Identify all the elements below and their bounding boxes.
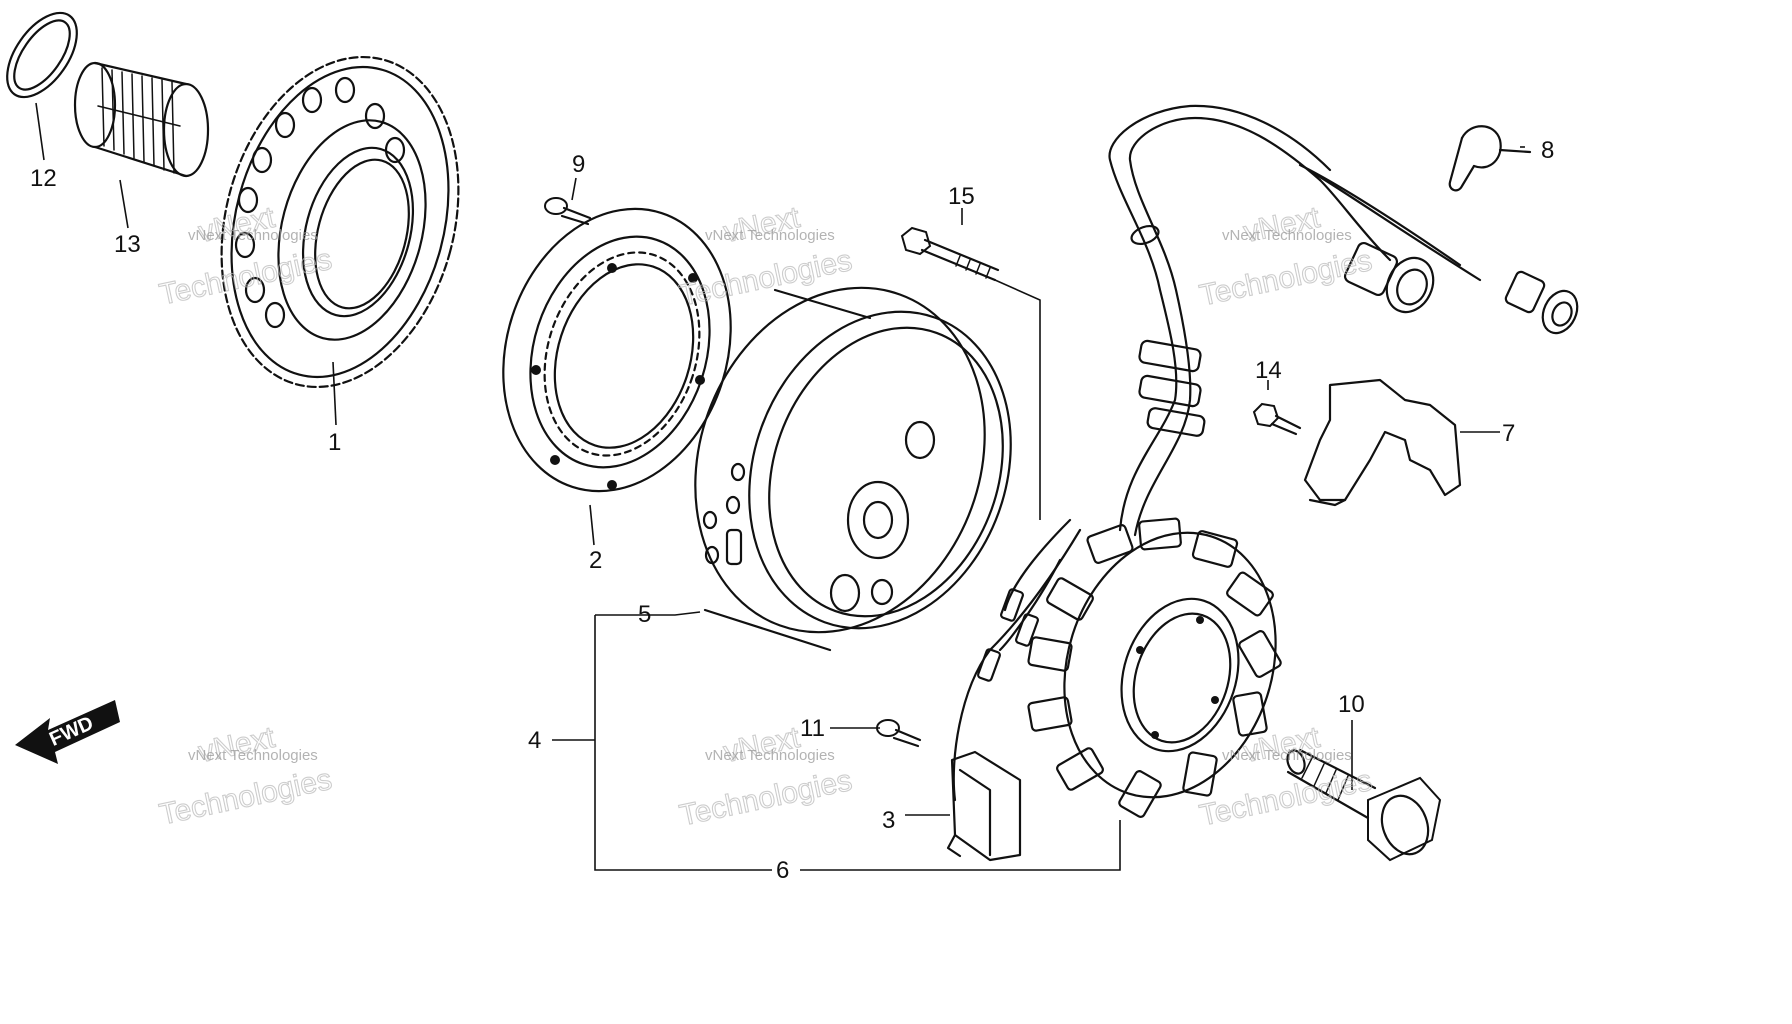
svg-text:vNext Technologies: vNext Technologies bbox=[188, 227, 318, 244]
part-driven-gear bbox=[220, 55, 460, 389]
part-small-bolt-14 bbox=[1252, 402, 1302, 436]
watermark-bottom-center: vNext Technologies vNext Technologies bbox=[676, 720, 855, 833]
part-snap-ring bbox=[6, 11, 78, 99]
watermark-top-right: vNext Technologies vNext Technologies bbox=[1196, 200, 1375, 313]
part-wire-clamp bbox=[1448, 125, 1532, 192]
callout-15: 15 bbox=[948, 183, 975, 210]
part-pulse-generator bbox=[946, 750, 1022, 862]
callout-14: 14 bbox=[1255, 357, 1282, 384]
svg-text:vNext Technologies: vNext Technologies bbox=[705, 227, 835, 244]
svg-text:vNext Technologies: vNext Technologies bbox=[1222, 747, 1352, 764]
callout-10: 10 bbox=[1338, 691, 1365, 718]
watermark-bottom-left: vNext Technologies vNext Technologies bbox=[156, 720, 335, 832]
fwd-arrow-icon: FWD bbox=[15, 700, 120, 764]
callout-2: 2 bbox=[589, 547, 602, 574]
callout-5: 5 bbox=[638, 601, 651, 628]
part-wire-harness bbox=[952, 104, 1482, 802]
svg-text:vNext Technologies: vNext Technologies bbox=[1222, 227, 1352, 244]
part-connector-small bbox=[1504, 270, 1579, 335]
part-cover-plate bbox=[1303, 378, 1462, 507]
callout-8: 8 bbox=[1541, 137, 1554, 164]
part-stator bbox=[1027, 517, 1282, 818]
svg-text:vNext Technologies: vNext Technologies bbox=[188, 747, 318, 764]
callout-3: 3 bbox=[882, 807, 895, 834]
callout-1: 1 bbox=[328, 429, 341, 456]
watermark-top-center: vNext Technologies vNext Technologies bbox=[676, 200, 855, 313]
svg-text:Technologies: Technologies bbox=[1197, 244, 1375, 313]
callout-6: 6 bbox=[776, 857, 789, 884]
callout-12: 12 bbox=[30, 165, 57, 192]
part-connector-large bbox=[1343, 241, 1435, 314]
svg-text:Technologies: Technologies bbox=[677, 244, 855, 313]
part-small-bolt-9 bbox=[544, 197, 592, 226]
part-large-bolt bbox=[1286, 748, 1442, 862]
fwd-label: FWD bbox=[46, 712, 97, 751]
watermark-bottom-right: vNext Technologies vNext Technologies bbox=[1196, 720, 1375, 833]
callout-numbers: 12 13 1 2 3 4 5 6 7 8 9 10 11 14 15 bbox=[30, 137, 1554, 884]
part-needle-bearing bbox=[73, 61, 210, 178]
svg-text:vNext Technologies: vNext Technologies bbox=[705, 747, 835, 764]
svg-text:Technologies: Technologies bbox=[677, 764, 855, 833]
callout-11: 11 bbox=[800, 715, 825, 742]
callout-4: 4 bbox=[528, 727, 541, 754]
part-small-bolt-11 bbox=[876, 719, 922, 748]
callout-13: 13 bbox=[114, 231, 141, 258]
svg-text:Technologies: Technologies bbox=[157, 243, 335, 312]
leader-lines bbox=[35, 102, 1525, 871]
callout-9: 9 bbox=[572, 151, 585, 178]
part-flywheel bbox=[694, 286, 1012, 652]
svg-text:Technologies: Technologies bbox=[157, 763, 335, 832]
svg-text:Technologies: Technologies bbox=[1197, 764, 1375, 833]
callout-7: 7 bbox=[1502, 420, 1515, 447]
part-flywheel-bolt bbox=[900, 226, 1000, 282]
